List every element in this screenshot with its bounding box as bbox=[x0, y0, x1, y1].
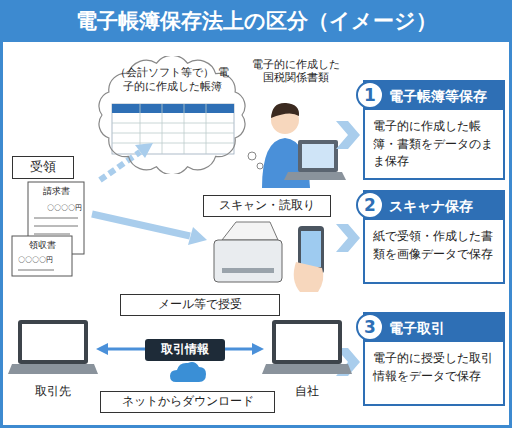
number-circle: 2 bbox=[356, 191, 384, 219]
label: 〇〇〇〇円 bbox=[44, 204, 82, 212]
own-laptop bbox=[262, 320, 352, 374]
partner-laptop bbox=[8, 320, 98, 374]
panel-heading: 電子取引 bbox=[365, 314, 503, 342]
flow-arrows bbox=[92, 121, 360, 376]
exchange-arrow-head bbox=[252, 343, 264, 355]
scanner-tray bbox=[222, 222, 278, 240]
ledger-table bbox=[112, 104, 234, 154]
node-text: 受領 bbox=[13, 157, 73, 178]
table-rule bbox=[184, 104, 185, 154]
scanner-slot bbox=[222, 268, 274, 273]
cloud-icon bbox=[170, 362, 206, 382]
category-panel: 電子取引電子的に授受した取引情報をデータで保存3 bbox=[363, 312, 505, 406]
laptop-screen bbox=[272, 320, 342, 364]
thought-bubble: （会計ソフト等で） 電子的に作成した帳簿 bbox=[96, 56, 248, 174]
exchange-arrow-head bbox=[96, 343, 108, 355]
laptop-display bbox=[22, 324, 84, 360]
label: 取引先 bbox=[13, 384, 93, 398]
panel-body: 紙で受領・作成した書類を画像データで保存 bbox=[365, 220, 503, 282]
label-box: ネットからダウンロード bbox=[100, 391, 275, 413]
label-box: 受領 bbox=[12, 156, 74, 179]
data-box: 取引情報 bbox=[145, 339, 225, 361]
chevron-arrow bbox=[336, 121, 360, 149]
person-at-computer bbox=[262, 103, 346, 188]
label: 電子的に作成した国税関係書類 bbox=[250, 58, 342, 84]
laptop-base bbox=[8, 364, 98, 374]
hand bbox=[294, 262, 324, 292]
label: 請求書 bbox=[30, 186, 82, 197]
table-header bbox=[112, 104, 234, 113]
chevron-arrow bbox=[336, 224, 360, 252]
category-panel: 電子帳簿等保存電子的に作成した帳簿・書類をデータのまま保存1 bbox=[363, 80, 505, 180]
receipt-card bbox=[12, 236, 72, 276]
receipt-line bbox=[18, 270, 54, 271]
label: 自社 bbox=[267, 384, 347, 398]
scan-arrow-head bbox=[188, 227, 207, 245]
laptop-base bbox=[262, 364, 352, 374]
label: 〇〇〇〇円 bbox=[18, 256, 58, 264]
phone-screen bbox=[301, 231, 321, 267]
table-rule bbox=[112, 143, 234, 144]
callout-number: 3 bbox=[358, 315, 382, 339]
label-box: スキャン・読取り bbox=[203, 195, 331, 217]
laptop-display bbox=[276, 324, 338, 360]
node-text: 取引情報 bbox=[145, 339, 225, 361]
scanner-body bbox=[214, 240, 282, 282]
number-circle: 3 bbox=[356, 313, 384, 341]
invoice-line bbox=[34, 218, 78, 219]
title: 電子帳簿保存法上の区分（イメージ） bbox=[0, 7, 512, 35]
laptop-display bbox=[302, 144, 334, 168]
table-rule bbox=[112, 133, 234, 134]
panel-heading: 電子帳簿等保存 bbox=[365, 82, 503, 110]
laptop-screen bbox=[298, 140, 338, 172]
thought-dot bbox=[257, 163, 263, 169]
node-text: スキャン・読取り bbox=[204, 196, 330, 216]
cloud-shape bbox=[170, 362, 206, 382]
node-text: （会計ソフト等で） 電子的に作成した帳簿 bbox=[96, 56, 248, 95]
laptop-base bbox=[284, 172, 346, 180]
scanner bbox=[214, 222, 282, 282]
invoice-line bbox=[34, 234, 70, 235]
label-box: メール等で授受 bbox=[120, 294, 280, 316]
callout-number: 1 bbox=[358, 83, 382, 107]
table-rule bbox=[112, 123, 234, 124]
panel-body: 電子的に作成した帳簿・書類をデータのまま保存 bbox=[365, 110, 503, 178]
panel-body: 電子的に授受した取引情報をデータで保存 bbox=[365, 342, 503, 404]
thought-dot bbox=[248, 152, 256, 160]
node-text: メール等で授受 bbox=[121, 295, 279, 315]
callout-number: 2 bbox=[358, 193, 382, 217]
label: 領収書 bbox=[14, 240, 70, 251]
table-frame bbox=[112, 104, 234, 154]
panel-heading: スキャナ保存 bbox=[365, 192, 503, 220]
laptop-screen bbox=[18, 320, 88, 364]
documents bbox=[12, 182, 84, 276]
node-text: ネットからダウンロード bbox=[101, 392, 274, 412]
person-hair bbox=[271, 103, 299, 118]
title-bar bbox=[0, 0, 512, 42]
dashed-arrow-head bbox=[135, 143, 153, 158]
scan-arrow-shaft bbox=[92, 214, 190, 236]
number-circle: 1 bbox=[356, 81, 384, 109]
invoice-line bbox=[34, 226, 78, 227]
category-panel: スキャナ保存紙で受領・作成した書類を画像データで保存2 bbox=[363, 190, 505, 284]
table-rule bbox=[206, 104, 207, 154]
table-rule bbox=[162, 104, 163, 154]
smartphone bbox=[294, 226, 324, 292]
